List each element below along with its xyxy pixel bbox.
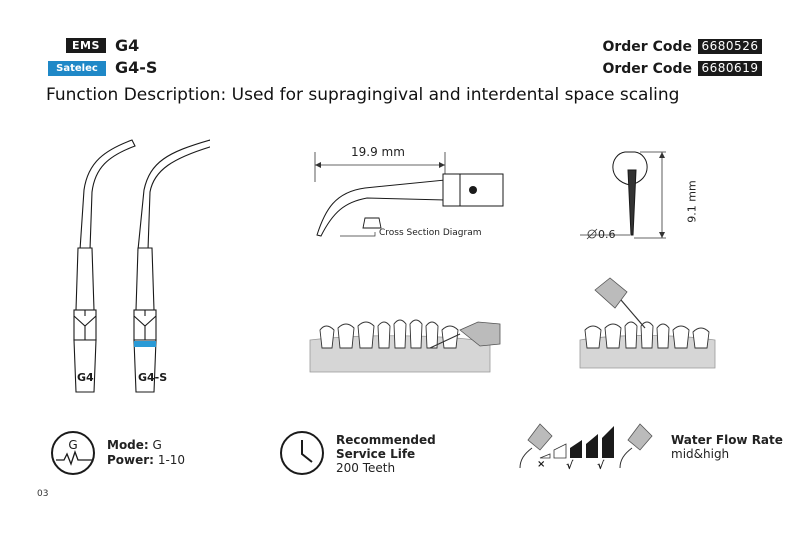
order-code-value-2: 6680619: [698, 61, 762, 76]
power-spec: Power: 1-10: [107, 453, 185, 467]
cross-section-label: Cross Section Diagram: [379, 228, 482, 238]
service-life-value: 200 Teeth: [336, 461, 396, 475]
service-life-label-2: Service Life: [336, 447, 416, 461]
water-flow-icon: [519, 423, 653, 469]
g4s-tip-label: G4-S: [138, 371, 168, 384]
height-dimension-label: 9.1 mm: [685, 180, 699, 223]
service-life-label-1: Recommended: [336, 433, 436, 447]
g4s-blue-band: [134, 341, 156, 347]
length-dimension-label: 19.9 mm: [351, 145, 405, 159]
order-code-label-2: Order Code: [602, 61, 692, 77]
clock-icon: [280, 431, 324, 475]
g4s-tip-drawing: [133, 139, 210, 393]
g4-tip-drawing: [73, 139, 136, 393]
page-number: 03: [37, 489, 49, 499]
water-mark-check-2: √: [597, 459, 605, 472]
water-flow-value: mid&high: [671, 447, 730, 461]
length-diagram: [314, 152, 504, 237]
height-diagram: [580, 151, 666, 240]
power-value: 1-10: [157, 453, 186, 467]
model-g4s-title: G4-S: [115, 58, 158, 77]
order-code-value-1: 6680526: [698, 39, 762, 54]
mode-label: Mode:: [107, 438, 149, 452]
diameter-label: 0.6: [598, 228, 616, 241]
tips-illustration: [73, 139, 210, 393]
mode-spec: Mode: G: [107, 438, 162, 452]
power-label: Power:: [107, 453, 154, 467]
mode-icon: G: [51, 431, 95, 475]
teeth-scaling-illustration-2: [579, 277, 716, 369]
water-flow-label: Water Flow Rate: [671, 433, 783, 447]
water-mark-x: ×: [537, 459, 546, 470]
teeth-scaling-illustration-1: [309, 319, 501, 373]
model-g4-title: G4: [115, 36, 140, 55]
svg-text:G: G: [68, 438, 77, 452]
satelec-brand-badge: Satelec: [48, 61, 106, 76]
mode-value: G: [152, 438, 162, 452]
function-description: Function Description: Used for supraging…: [46, 85, 680, 105]
ems-brand-badge: EMS: [66, 38, 106, 53]
order-code-label-1: Order Code: [602, 39, 692, 55]
g4-tip-label: G4: [77, 371, 94, 384]
water-mark-check-1: √: [566, 459, 574, 472]
